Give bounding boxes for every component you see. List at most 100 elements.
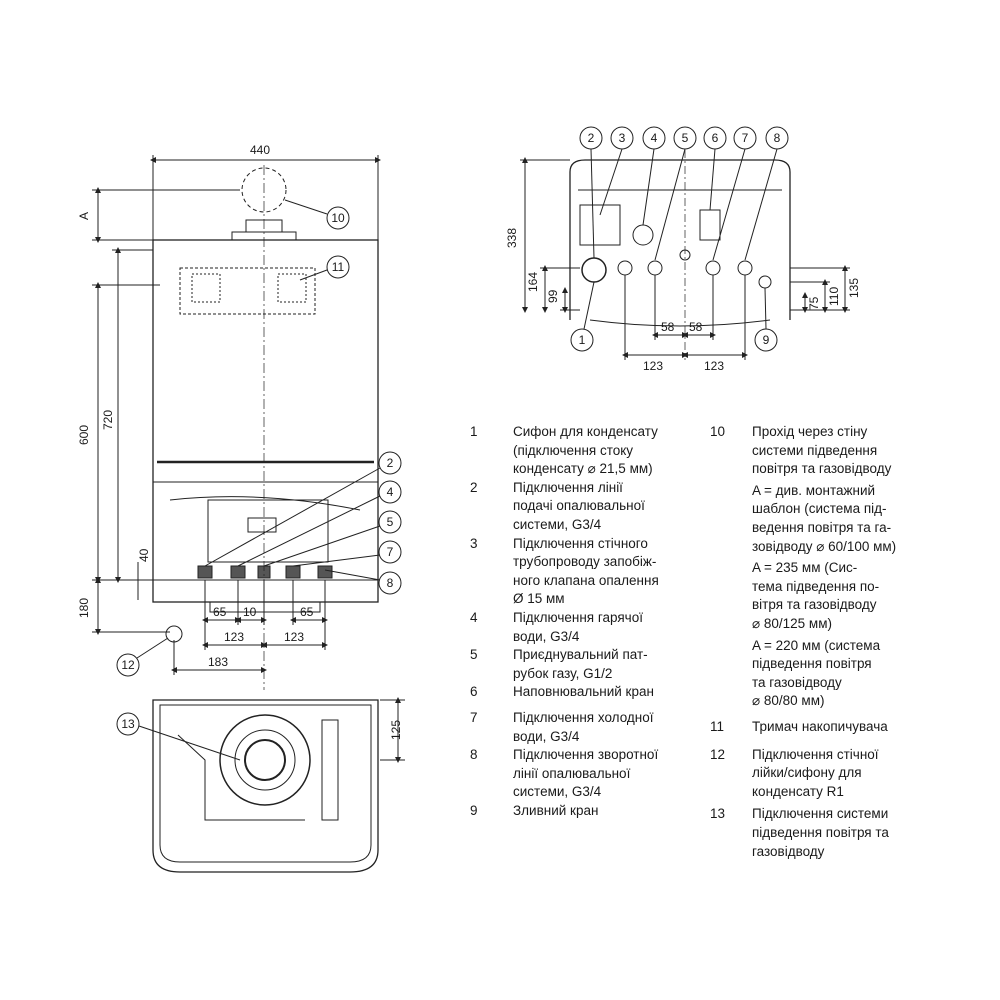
dim-123-top-left: 123	[643, 359, 663, 373]
legend-item-text: Підключення гарячої води, G3/4	[513, 609, 643, 646]
legend-line: Ø 15 мм	[513, 591, 565, 607]
callout-10: 10	[331, 211, 345, 225]
legend-number: 11	[710, 719, 725, 734]
legend-line: Підключення стічної	[752, 746, 879, 762]
dim-a: A	[77, 212, 91, 220]
legend-item-text: Зливний кран	[513, 802, 598, 821]
legend-number: 3	[470, 535, 478, 551]
top-view	[520, 150, 850, 360]
dim-10: 10	[243, 605, 257, 619]
legend-line: ного клапана опалення	[513, 572, 659, 588]
legend-line: Підключення системи	[752, 806, 889, 822]
legend-number: 8	[470, 747, 478, 763]
legend-line: Сифон для конденсату	[513, 424, 658, 439]
legend-line: Зливний кран	[513, 803, 599, 818]
legend-line: конденсату R1	[752, 783, 844, 799]
callout-top-6: 6	[712, 131, 719, 145]
legend-line: подачі опалювальної	[513, 498, 645, 514]
legend-number: 5	[470, 647, 478, 663]
legend-line: рубок газу, G1/2	[513, 665, 613, 681]
legend-number: 10	[710, 424, 726, 439]
dim-164: 164	[526, 272, 540, 292]
dim-65-left: 65	[213, 605, 227, 619]
legend-line: Підключення гарячої	[513, 610, 643, 625]
dim-123-right: 123	[284, 630, 304, 644]
dim-65-right: 65	[300, 605, 314, 619]
legend-item-text: Наповнювальний кран	[513, 683, 654, 702]
legend-line: лінії опалювальної	[513, 765, 631, 781]
legend-line: Підключення лінії	[513, 479, 623, 495]
dim-75: 75	[807, 296, 821, 310]
callout-8: 8	[387, 576, 394, 590]
callout-2: 2	[387, 456, 394, 470]
legend-line: підведення повітря	[752, 656, 872, 672]
legend-line: лійки/сифону для	[752, 765, 862, 781]
legend-item-text: Підключення холодної води, G3/4	[513, 709, 654, 746]
callout-top-3: 3	[619, 131, 626, 145]
legend-line: ведення повітря та га-	[752, 519, 892, 535]
dim-40: 40	[137, 548, 151, 562]
legend-item-text: A = 235 мм (Сис-тема підведення по-вітря…	[752, 559, 879, 633]
legend-line: Підключення холодної	[513, 710, 654, 725]
dim-183: 183	[208, 655, 228, 669]
callout-7: 7	[387, 545, 394, 559]
legend-number: 7	[470, 710, 478, 725]
legend-line: A = 235 мм (Сис-	[752, 560, 858, 576]
legend-number: 12	[710, 746, 726, 762]
dim-width-440: 440	[250, 143, 270, 157]
legend-line: зовідводу ⌀ 60/100 мм)	[752, 538, 897, 554]
dim-58-left: 58	[661, 320, 675, 334]
legend-line: системи, G3/4	[513, 516, 602, 532]
legend-line: води, G3/4	[513, 628, 580, 644]
legend-number: 9	[470, 803, 478, 818]
legend-line: Наповнювальний кран	[513, 684, 654, 700]
legend-line: вітря та газовідводу	[752, 597, 877, 613]
dim-58-right: 58	[689, 320, 703, 334]
legend-line: Підключення стічного	[513, 535, 648, 551]
legend-item-text: Тримач накопичувача	[752, 718, 888, 737]
callout-13: 13	[121, 717, 135, 731]
legend-line: (підключення стоку	[513, 442, 634, 458]
dim-338: 338	[505, 228, 519, 248]
callout-top-9: 9	[763, 333, 770, 347]
legend-line: повітря та газовідводу	[752, 461, 892, 477]
legend-number: 13	[710, 806, 726, 822]
legend-line: тема підведення по-	[752, 578, 880, 594]
legend-line: води, G3/4	[513, 728, 580, 744]
dim-99: 99	[546, 289, 560, 303]
callout-4: 4	[387, 485, 394, 499]
legend-line: ⌀ 80/125 мм)	[752, 615, 832, 631]
dim-110: 110	[827, 287, 841, 306]
legend-item-text: Підключення стічної лійки/сифону для конде…	[752, 746, 879, 802]
callout-top-5: 5	[682, 131, 689, 145]
legend-item-text: Підключення стічного трубопроводу запобіж…	[513, 535, 659, 609]
callout-top-4: 4	[651, 131, 658, 145]
bottom-view	[152, 697, 405, 873]
legend-number: 2	[470, 479, 478, 495]
legend-line: газовідводу	[752, 843, 825, 859]
legend-line: системи підведення	[752, 442, 878, 458]
dim-600: 600	[77, 425, 91, 445]
legend-line: ⌀ 80/80 мм)	[752, 693, 825, 709]
dim-123-top-right: 123	[704, 359, 724, 373]
callout-top-2: 2	[588, 131, 595, 145]
callout-5: 5	[387, 515, 394, 529]
dim-125: 125	[389, 720, 403, 740]
legend-line: Підключення зворотної	[513, 747, 659, 763]
callout-top-8: 8	[774, 131, 781, 145]
legend-line: трубопроводу запобіж-	[513, 554, 657, 570]
legend-number: 6	[470, 684, 478, 700]
legend-item-text: Приєднувальний пат-рубок газу, G1/2	[513, 646, 648, 683]
legend-item-text: Прохід через стіну системи підведення пові…	[752, 423, 891, 479]
callout-top-1: 1	[579, 333, 586, 347]
legend-line: шаблон (система під-	[752, 501, 887, 517]
dim-135: 135	[847, 278, 861, 298]
legend-item-text: Підключення лінії подачі опалювальної сист…	[513, 479, 645, 535]
legend-line: конденсату ⌀ 21,5 мм)	[513, 461, 653, 477]
legend-line: Прохід через стіну	[752, 424, 868, 439]
